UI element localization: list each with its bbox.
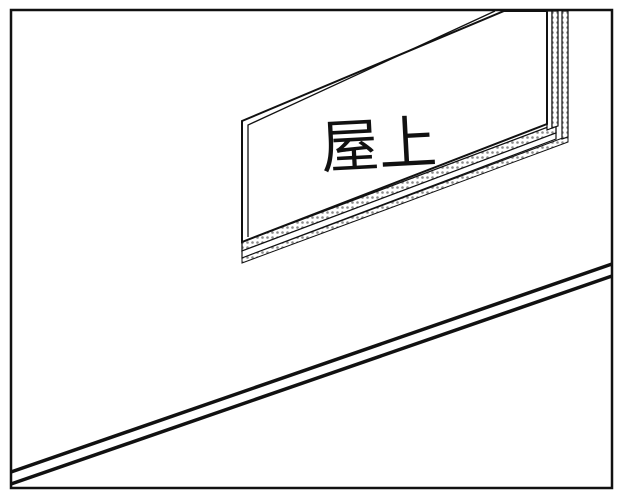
sign-bottom-texture xyxy=(241,135,569,264)
sign-frame-inner xyxy=(247,10,496,237)
sign-face xyxy=(241,10,548,244)
sign-label: 屋上 xyxy=(319,108,438,182)
sign-side-outer xyxy=(561,10,569,140)
rooftop-sign: 屋上 xyxy=(241,10,569,264)
sign-side-texture xyxy=(551,10,559,129)
rooftop-rail xyxy=(10,262,613,486)
sign-bottom-edge xyxy=(241,132,557,259)
